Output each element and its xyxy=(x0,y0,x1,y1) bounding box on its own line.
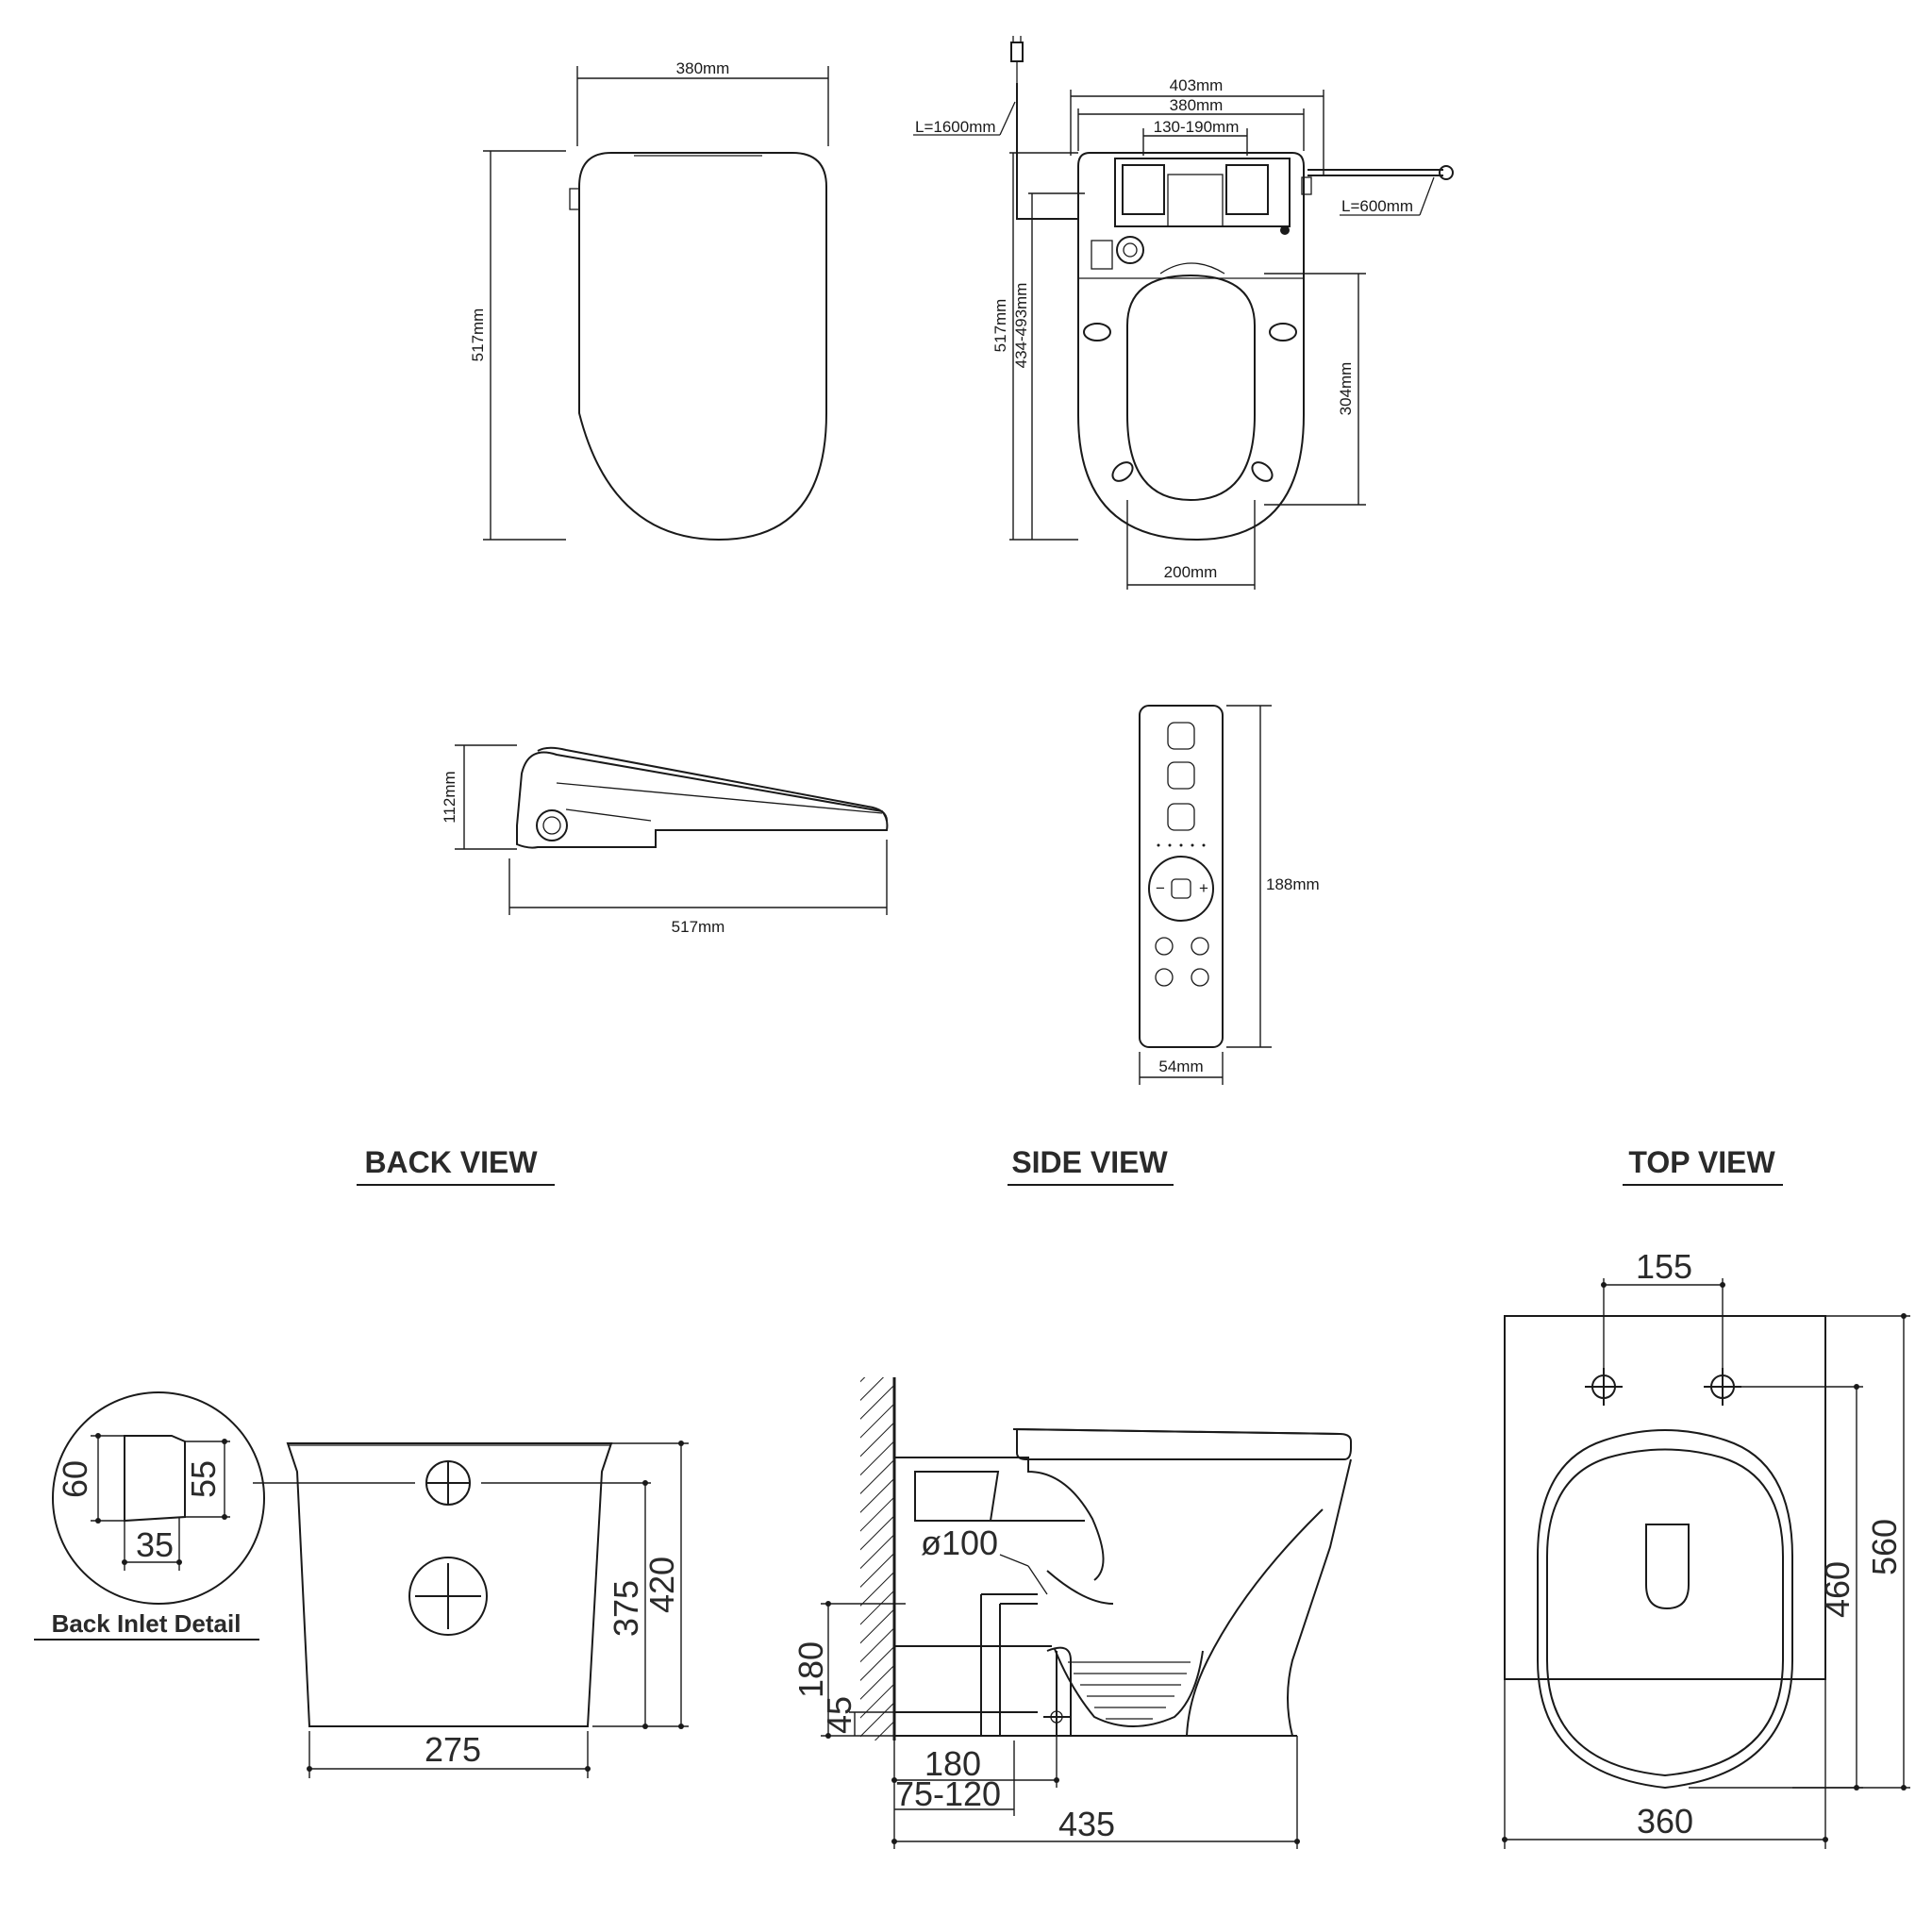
side-view: ø100 180 45 180 75-120 435 xyxy=(791,1377,1352,1849)
top-view-body xyxy=(1504,1315,1826,1680)
pipe-diameter-label: ø100 xyxy=(921,1524,998,1562)
total-height-label: 420 xyxy=(642,1557,681,1613)
seat-width-label: 380mm xyxy=(676,59,730,77)
side-height-label: 112mm xyxy=(441,771,458,823)
side-length-435-label: 435 xyxy=(1058,1805,1115,1843)
top-view-bowl-inner xyxy=(1546,1448,1784,1777)
inner-height-label: 375 xyxy=(607,1580,645,1637)
underside-length-label: 517mm xyxy=(991,299,1009,353)
top-depth-label: 460 xyxy=(1818,1561,1857,1618)
view-titles: BACK VIEW SIDE VIEW TOP VIEW xyxy=(357,1145,1783,1186)
fixing-range-label: 130-190mm xyxy=(1154,118,1240,136)
seat-side-view: 112mm 517mm xyxy=(441,744,889,936)
width-label: 380mm xyxy=(1170,96,1224,114)
top-width-label: 360 xyxy=(1637,1802,1693,1840)
back-inlet-detail-circle xyxy=(52,1391,265,1605)
back-view-title: BACK VIEW xyxy=(364,1145,538,1179)
opening-width-label: 200mm xyxy=(1164,563,1218,581)
svg-text:−: − xyxy=(1156,879,1165,897)
remote-height-label: 188mm xyxy=(1266,875,1320,893)
side-bowl xyxy=(894,1457,1352,1737)
remote-body xyxy=(1139,705,1224,1048)
hole-spacing-label: 155 xyxy=(1636,1247,1692,1286)
top-view-title: TOP VIEW xyxy=(1628,1145,1775,1179)
side-length-label: 517mm xyxy=(672,918,725,936)
detail-bottom-label: 35 xyxy=(136,1525,174,1564)
seat-lid-outline xyxy=(578,152,827,541)
side-view-title: SIDE VIEW xyxy=(1011,1145,1168,1179)
outer-width-label: 403mm xyxy=(1170,76,1224,94)
seat-underside-outline xyxy=(1077,152,1305,541)
opening-length-label: 304mm xyxy=(1337,362,1355,416)
wall-hatch xyxy=(860,1377,894,1740)
svg-text:+: + xyxy=(1199,879,1208,897)
side-height-180-label: 180 xyxy=(791,1641,830,1698)
base-width-label: 275 xyxy=(425,1730,481,1769)
side-height-45-label: 45 xyxy=(820,1696,858,1734)
seat-length-label: 517mm xyxy=(469,308,487,362)
back-view-body xyxy=(286,1442,613,1727)
top-length-label: 560 xyxy=(1865,1519,1904,1575)
seat-front-view: 380mm 517mm xyxy=(469,59,829,541)
lower-outlet-symbol xyxy=(408,1557,488,1636)
hose-length-label: L=600mm xyxy=(1341,197,1413,215)
detail-right-label: 55 xyxy=(184,1460,223,1498)
remote-width-label: 54mm xyxy=(1158,1058,1203,1075)
remote-control: − + 188mm 54mm xyxy=(1139,705,1320,1085)
detail-left-label: 60 xyxy=(56,1460,94,1498)
side-range-label: 75-120 xyxy=(895,1774,1001,1813)
drain-outline xyxy=(1645,1524,1690,1610)
top-view-bowl-outer xyxy=(1537,1429,1793,1790)
back-view: 60 55 35 Back Inlet Detail 375 420 275 xyxy=(34,1391,689,1778)
top-view: 155 460 560 360 xyxy=(1502,1247,1910,1849)
adjust-range-label: 434-493mm xyxy=(1012,283,1030,369)
back-inlet-detail-caption: Back Inlet Detail xyxy=(52,1609,242,1638)
seat-side-outline xyxy=(516,751,889,849)
side-offset-180-label: 180 xyxy=(924,1744,981,1783)
seat-underside-view: L=600mm L=1600mm 403mm 380mm 130-190mm 5… xyxy=(913,36,1454,590)
cord-length-label: L=1600mm xyxy=(915,118,996,136)
